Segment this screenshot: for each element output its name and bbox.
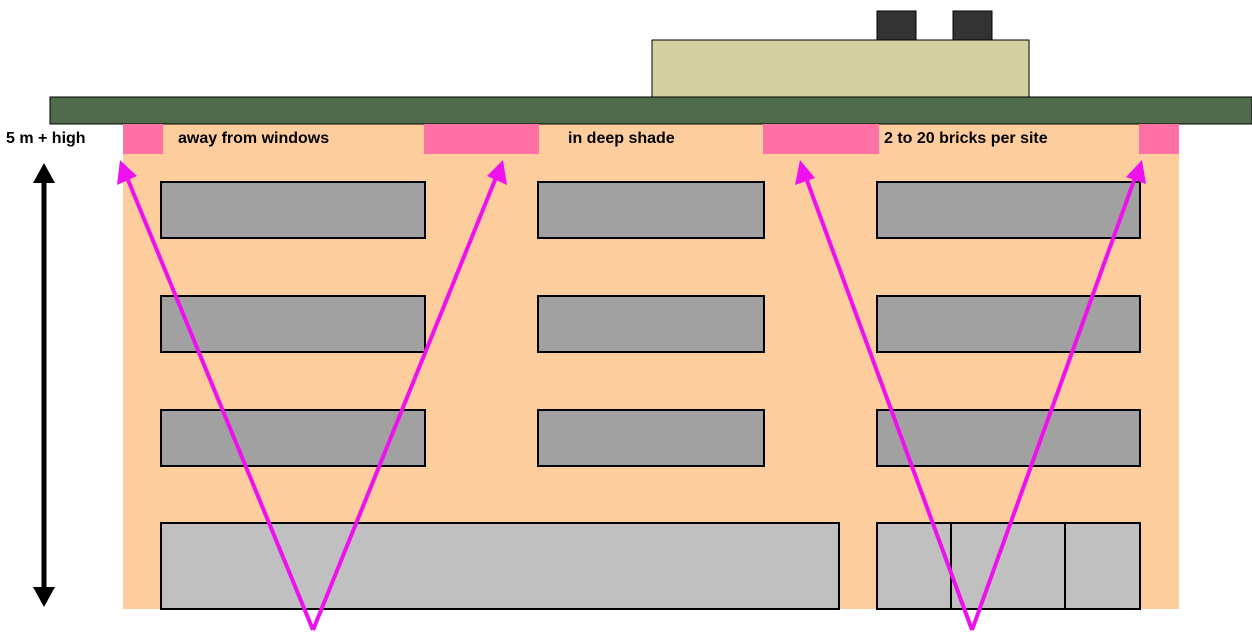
pointer-arrows-right <box>795 160 1146 631</box>
shopfront-window <box>160 522 840 610</box>
vent-left <box>876 10 917 42</box>
rooftop-plant-room <box>651 39 1030 99</box>
window <box>876 409 1141 467</box>
roof-slab <box>49 96 1252 125</box>
window <box>537 295 765 353</box>
brick-site-4 <box>1139 124 1179 154</box>
brick-site-2 <box>424 124 539 154</box>
vent-right <box>952 10 993 42</box>
brick-site-3 <box>763 124 879 154</box>
door-panel <box>950 522 1066 610</box>
window <box>160 295 426 353</box>
label-in-deep-shade: in deep shade <box>568 130 675 147</box>
window <box>160 409 426 467</box>
height-dimension-arrow <box>33 163 55 607</box>
label-away-from-windows: away from windows <box>178 130 329 147</box>
label-height: 5 m + high <box>6 130 86 147</box>
door-panel <box>1064 522 1141 610</box>
window <box>876 295 1141 353</box>
window <box>537 181 765 239</box>
label-bricks-per-site: 2 to 20 bricks per site <box>884 130 1048 147</box>
window <box>876 181 1141 239</box>
door-panel <box>876 522 952 610</box>
windows-upper <box>160 181 1141 467</box>
window <box>537 409 765 467</box>
pointer-arrows-left <box>117 160 507 631</box>
window <box>160 181 426 239</box>
brick-site-1 <box>123 124 163 154</box>
